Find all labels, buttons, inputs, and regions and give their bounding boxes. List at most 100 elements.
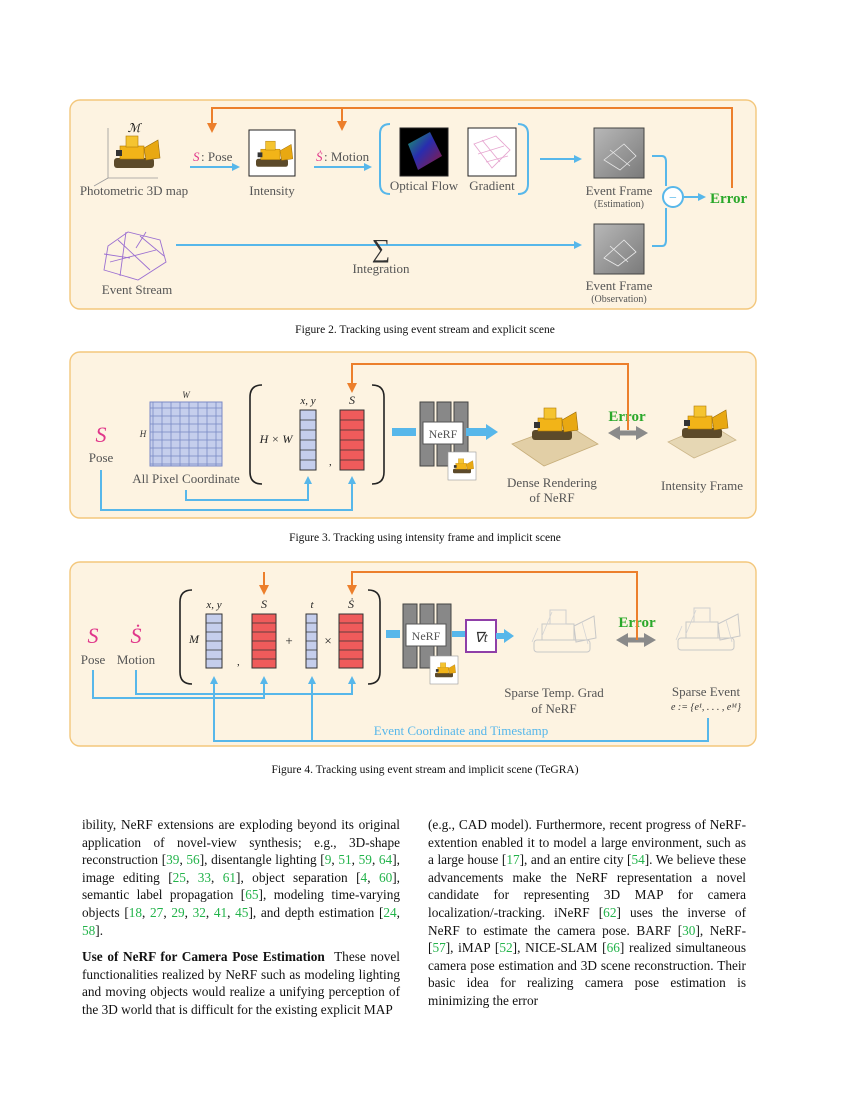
motion-text: : Motion [324, 149, 370, 164]
body-text: , [210, 869, 223, 885]
grad-symbol: ∇t [474, 631, 488, 646]
fig4-plus: + [285, 633, 292, 648]
fig4-feedback-arrow-sdot [347, 571, 638, 640]
fig3-grid-route [185, 476, 312, 501]
gradient-icon [473, 135, 511, 169]
fig4-motion-route [135, 670, 356, 695]
fig4-t-vector [305, 613, 318, 669]
intensity-frame-label: Intensity Frame [661, 478, 743, 493]
fig4-left-paren [179, 589, 193, 685]
fig4-s-vector [251, 613, 277, 669]
sparse-event-math: e := {e¹, . . . , eᴹ} [671, 702, 741, 713]
motion-symbol: Ṡ [316, 149, 323, 164]
citation-link[interactable]: 9 [324, 852, 332, 868]
fig4-m-label: M [188, 632, 200, 646]
fig3-output-arrowhead [486, 424, 498, 440]
fig4-pose-label: Pose [81, 652, 106, 667]
intensity-label: Intensity [249, 183, 295, 198]
pose-text: : Pose [201, 149, 233, 164]
citation-link[interactable]: 41 [213, 904, 228, 920]
citation-link[interactable]: 51 [338, 852, 352, 868]
map-symbol: ℳ [128, 121, 143, 135]
section-heading: Use of NeRF for Camera Pose Estimation [82, 949, 325, 965]
citation-link[interactable]: 64 [378, 852, 393, 868]
left-bracket [379, 123, 391, 195]
fig4-output-arrowhead [504, 629, 514, 643]
citation-link[interactable]: 18 [128, 904, 143, 920]
body-text: , [351, 852, 359, 868]
body-text: , [367, 869, 379, 885]
photometric-map-icon [93, 128, 161, 187]
body-text: , [163, 904, 172, 920]
fig4-t-label: t [310, 599, 314, 611]
citation-link[interactable]: 17 [506, 852, 520, 868]
body-left-column: ibility, NeRF extensions are exploding b… [82, 816, 400, 1019]
body-text: ], and depth estimation [ [248, 904, 384, 920]
citation-link[interactable]: 25 [172, 869, 186, 885]
body-right-column: (e.g., CAD model). Furthermore, recent p… [428, 816, 746, 1010]
body-text: ] realized simultaneous camera pose esti… [428, 940, 746, 1008]
fig3-left-paren [249, 384, 263, 485]
citation-link[interactable]: 54 [631, 852, 645, 868]
citation-link[interactable]: 27 [150, 904, 164, 920]
fig4-nerf-label: NeRF [412, 629, 441, 643]
citation-link[interactable]: 29 [171, 904, 185, 920]
dense-rendering-image [511, 407, 599, 467]
fig4-sdot-label: Ṡ [348, 596, 354, 611]
fig4-comma: , [237, 656, 240, 668]
body-text: ]. We believe these advancements make th… [428, 852, 746, 920]
citation-link[interactable]: 65 [245, 887, 259, 903]
citation-link[interactable]: 4 [360, 869, 368, 885]
citation-link[interactable]: 52 [499, 940, 513, 956]
dense-label-1: Dense Rendering [507, 475, 597, 490]
citation-link[interactable]: 30 [682, 922, 696, 938]
fig4-coordinate-route [210, 676, 709, 742]
citation-link[interactable]: 58 [82, 922, 96, 938]
sum-symbol: ∑ [372, 234, 391, 263]
body-text: , [227, 904, 236, 920]
fig2-panel [69, 99, 757, 310]
fig4-right-paren [367, 589, 381, 685]
fig4-nerf-network [402, 603, 452, 669]
citation-link[interactable]: 60 [378, 869, 393, 885]
figure-4-caption: Figure 4. Tracking using event stream an… [271, 764, 578, 776]
body-text: ]. [95, 922, 104, 938]
fig4-xy-vector [205, 613, 223, 669]
sparse-event-label: Sparse Event [672, 684, 741, 699]
body-text: , [396, 904, 400, 920]
body-text: ], disentangle lighting [ [199, 852, 325, 868]
figure-4: S Pose Ṡ Motion M x, y , S + t × Ṡ [69, 561, 757, 747]
figure-3: S Pose W H All Pixel Coordinate H × W x,… [69, 351, 757, 519]
event-stream-label: Event Stream [102, 282, 172, 297]
event-frame-obs-label: Event Frame [586, 278, 653, 293]
citation-link[interactable]: 24 [383, 904, 397, 920]
fig4-motion-label: Motion [117, 652, 156, 667]
citation-link[interactable]: 45 [235, 904, 249, 920]
fig4-xy-label: x, y [205, 599, 221, 611]
citation-link[interactable]: 39 [166, 852, 180, 868]
citation-link[interactable]: 32 [192, 904, 206, 920]
citation-link[interactable]: 66 [606, 940, 620, 956]
body-text: , [184, 904, 193, 920]
gradient-label: Gradient [469, 178, 515, 193]
body-text: ], NeRF- [ [428, 922, 746, 956]
pose-symbol: S [193, 149, 200, 164]
fig3-feedback-arrow [347, 363, 629, 430]
left-paragraph-1: ibility, NeRF extensions are exploding b… [82, 816, 400, 939]
body-text: ], object separation [ [236, 869, 361, 885]
body-text: ], iMAP [ [445, 940, 500, 956]
citation-link[interactable]: 56 [186, 852, 200, 868]
citation-link[interactable]: 57 [432, 940, 446, 956]
grid-w-label: W [182, 390, 191, 400]
dense-label-2: of NeRF [529, 490, 574, 505]
intensity-frame-image [667, 405, 737, 459]
citation-link[interactable]: 61 [222, 869, 237, 885]
citation-link[interactable]: 62 [603, 904, 617, 920]
grid-label: All Pixel Coordinate [132, 471, 240, 486]
citation-link[interactable]: 33 [197, 869, 211, 885]
citation-link[interactable]: 59 [358, 852, 372, 868]
fig4-pose-route [92, 670, 268, 699]
fig4-pose-symbol: S [88, 623, 99, 648]
